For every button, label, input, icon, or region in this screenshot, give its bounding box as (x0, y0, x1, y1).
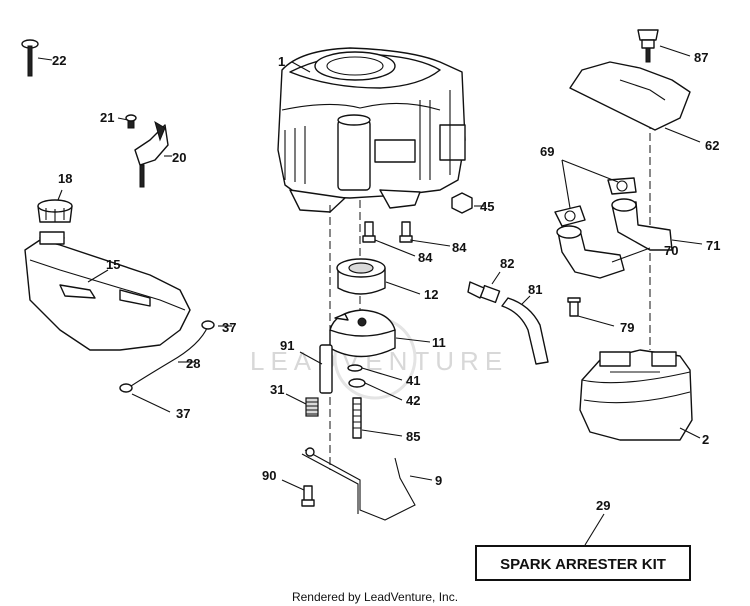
callout-87: 87 (694, 50, 708, 65)
callout-37-lower: 37 (176, 406, 190, 421)
throttle-screw[interactable] (125, 114, 137, 129)
callout-21: 21 (100, 110, 114, 125)
lock-washer[interactable] (347, 364, 363, 372)
hose-clamp-upper[interactable] (201, 320, 215, 330)
muffler-screw[interactable] (567, 297, 581, 317)
engine-bolts[interactable] (362, 221, 413, 243)
fuel-cap[interactable] (37, 199, 73, 223)
spark-arrester-kit-box (475, 545, 691, 581)
callout-28: 28 (186, 356, 200, 371)
throttle-control[interactable] (134, 120, 169, 188)
callout-9: 9 (435, 473, 442, 488)
callout-70: 70 (664, 243, 678, 258)
exhaust-pipe-left[interactable] (556, 225, 625, 279)
callout-22: 22 (52, 53, 66, 68)
callout-2: 2 (702, 432, 709, 447)
callout-84-left: 84 (418, 250, 433, 265)
spring-bushing[interactable] (305, 397, 319, 417)
spacer[interactable] (319, 344, 333, 394)
fuel-line[interactable] (127, 325, 209, 389)
callout-1: 1 (278, 54, 285, 69)
callout-84-right: 84 (452, 240, 467, 255)
hose-clamp-lower[interactable] (119, 383, 133, 393)
callout-12: 12 (424, 287, 438, 302)
breather-fitting[interactable] (467, 281, 501, 304)
callout-11: 11 (432, 335, 446, 350)
flat-washer[interactable] (348, 378, 366, 388)
callout-45: 45 (480, 199, 494, 214)
callout-82: 82 (500, 256, 514, 271)
callout-20: 20 (172, 150, 186, 165)
callout-71: 71 (706, 238, 720, 253)
electric-clutch[interactable] (329, 309, 396, 358)
callout-31: 31 (270, 382, 284, 397)
nut[interactable] (451, 192, 473, 214)
callout-29: 29 (596, 498, 610, 513)
callout-85: 85 (406, 429, 420, 444)
fuel-tank[interactable] (24, 231, 191, 351)
muffler[interactable] (579, 349, 693, 441)
exhaust-pipe-right[interactable] (611, 198, 673, 251)
callout-labels: 1 2 9 11 12 15 18 20 21 22 28 29 31 37 3… (52, 50, 720, 513)
engine[interactable] (277, 47, 466, 213)
exhaust-gaskets[interactable] (554, 177, 637, 227)
callout-81: 81 (528, 282, 542, 297)
callout-15: 15 (106, 257, 120, 272)
heat-shield[interactable] (569, 61, 691, 131)
clutch-bracket-rod[interactable] (301, 447, 416, 521)
pulley[interactable] (336, 258, 386, 295)
callout-18: 18 (58, 171, 72, 186)
choke-plunger[interactable] (21, 39, 39, 77)
callout-90: 90 (262, 468, 276, 483)
callout-79: 79 (620, 320, 634, 335)
callout-37-upper: 37 (222, 320, 236, 335)
footer-credit: Rendered by LeadVenture, Inc. (292, 590, 458, 604)
callout-62: 62 (705, 138, 719, 153)
breather-tube[interactable] (501, 297, 549, 365)
bracket-bolt[interactable] (301, 485, 315, 507)
clutch-bolt[interactable] (352, 397, 362, 439)
callout-69: 69 (540, 144, 554, 159)
leader-lines (37, 45, 703, 546)
callout-42: 42 (406, 393, 420, 408)
callout-41: 41 (406, 373, 420, 388)
spark-arrester-kit-label: SPARK ARRESTER KIT (500, 556, 666, 573)
callout-91: 91 (280, 338, 294, 353)
heat-shield-bolt[interactable] (637, 29, 659, 63)
